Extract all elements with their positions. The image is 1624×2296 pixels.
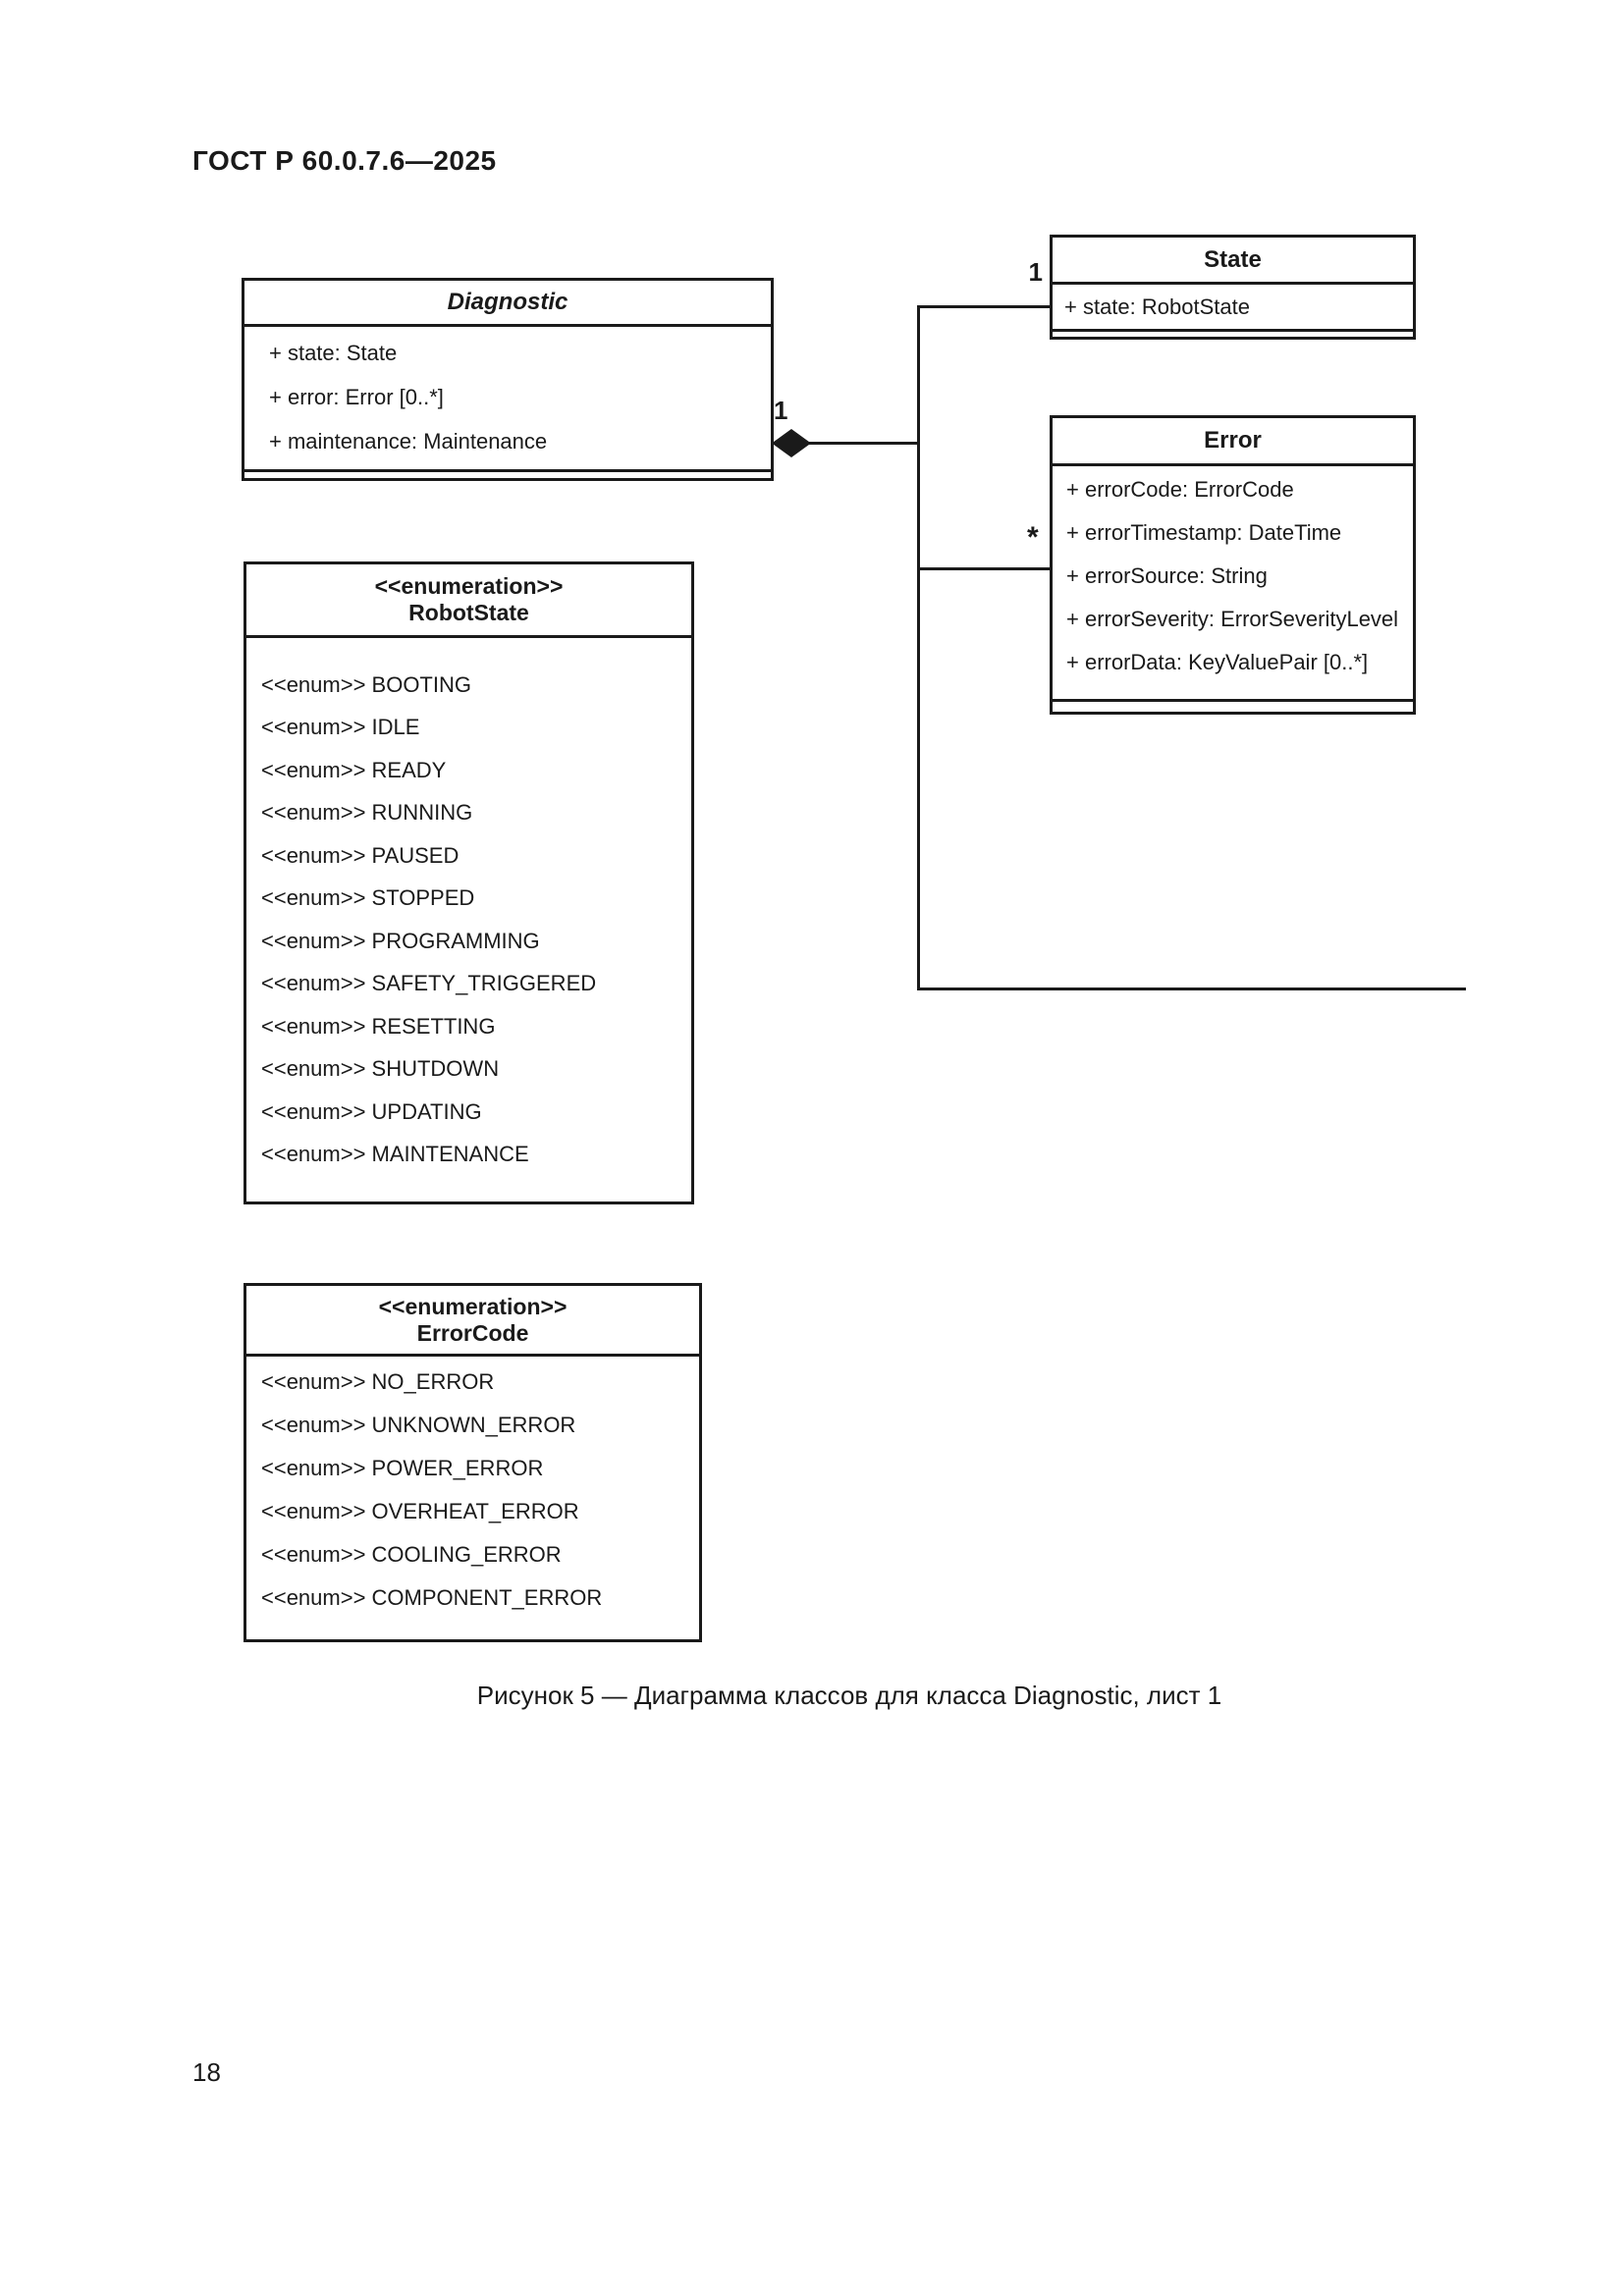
attribute-row: + state: RobotState [1064,294,1250,319]
attribute-row: + errorData: KeyValuePair [0..*] [1066,650,1369,674]
enum-header: <<enumeration>> RobotState [246,564,691,638]
enum-item: <<enum>> BOOTING [261,671,471,697]
connector-trunk-line [917,306,920,990]
enum-item: <<enum>> RESETTING [261,1013,496,1039]
enum-header: <<enumeration>> ErrorCode [246,1286,699,1357]
composition-diamond-icon [772,429,811,457]
enum-item: <<enum>> IDLE [261,715,420,740]
uml-enum-robotstate: <<enumeration>> RobotState <<enum>> BOOT… [244,561,694,1204]
attributes-compartment: + state: RobotState [1053,285,1413,329]
enum-item: <<enum>> UPDATING [261,1098,482,1124]
connector-state-line [917,305,1050,308]
uml-class-state: State + state: RobotState [1050,235,1416,340]
enum-item: <<enum>> SAFETY_TRIGGERED [261,971,597,996]
enum-items: <<enum>> NO_ERROR <<enum>> UNKNOWN_ERROR… [246,1357,699,1639]
enum-stereotype: <<enumeration>> [378,1293,568,1319]
uml-class-error: Error + errorCode: ErrorCode + errorTime… [1050,415,1416,715]
document-header: ГОСТ Р 60.0.7.6—2025 [192,145,497,176]
enum-item: <<enum>> PAUSED [261,842,460,868]
enum-item: <<enum>> UNKNOWN_ERROR [261,1413,576,1437]
enum-item: <<enum>> READY [261,757,447,782]
attribute-row: + maintenance: Maintenance [269,428,548,454]
operations-compartment [1053,329,1413,337]
multiplicity-error: * [1027,521,1039,554]
enum-item: <<enum>> OVERHEAT_ERROR [261,1499,579,1523]
enum-item: <<enum>> STOPPED [261,885,475,911]
attribute-row: + state: State [269,340,398,365]
attribute-row: + errorCode: ErrorCode [1066,477,1294,502]
operations-compartment [1053,699,1413,712]
connector-error-line [917,567,1050,570]
enum-item: <<enum>> PROGRAMMING [261,928,540,953]
multiplicity-state: 1 [1028,257,1043,287]
figure-caption: Рисунок 5 — Диаграмма классов для класса… [476,1681,1222,1710]
enum-stereotype: <<enumeration>> [374,573,564,599]
attribute-row: + errorSeverity: ErrorSeverityLevel [1066,607,1399,631]
class-title: State [1053,238,1413,285]
enum-item: <<enum>> POWER_ERROR [261,1456,544,1480]
attributes-compartment: + errorCode: ErrorCode + errorTimestamp:… [1053,466,1413,699]
multiplicity-diagnostic: 1 [774,396,788,425]
connector-diagnostic-line [795,442,920,445]
enum-item: <<enum>> RUNNING [261,800,473,826]
operations-compartment [244,469,771,478]
attribute-row: + errorSource: String [1066,563,1268,588]
enum-item: <<enum>> COOLING_ERROR [261,1542,562,1567]
enum-title: RobotState [408,600,529,625]
class-title: Error [1053,418,1413,466]
page-number: 18 [192,2057,221,2087]
attribute-row: + error: Error [0..*] [269,384,444,409]
attribute-row: + errorTimestamp: DateTime [1066,520,1342,545]
enum-items: <<enum>> BOOTING <<enum>> IDLE <<enum>> … [246,638,691,1201]
enum-item: <<enum>> COMPONENT_ERROR [261,1585,603,1610]
enum-title: ErrorCode [416,1319,529,1346]
class-title: Diagnostic [244,281,771,327]
connector-continuation-line [917,988,1466,990]
enum-item: <<enum>> MAINTENANCE [261,1142,529,1167]
attributes-compartment: + state: State + error: Error [0..*] + m… [244,327,771,469]
uml-class-diagnostic: Diagnostic + state: State + error: Error… [242,278,774,481]
enum-item: <<enum>> NO_ERROR [261,1369,495,1394]
uml-enum-errorcode: <<enumeration>> ErrorCode <<enum>> NO_ER… [244,1283,702,1642]
enum-item: <<enum>> SHUTDOWN [261,1056,500,1082]
